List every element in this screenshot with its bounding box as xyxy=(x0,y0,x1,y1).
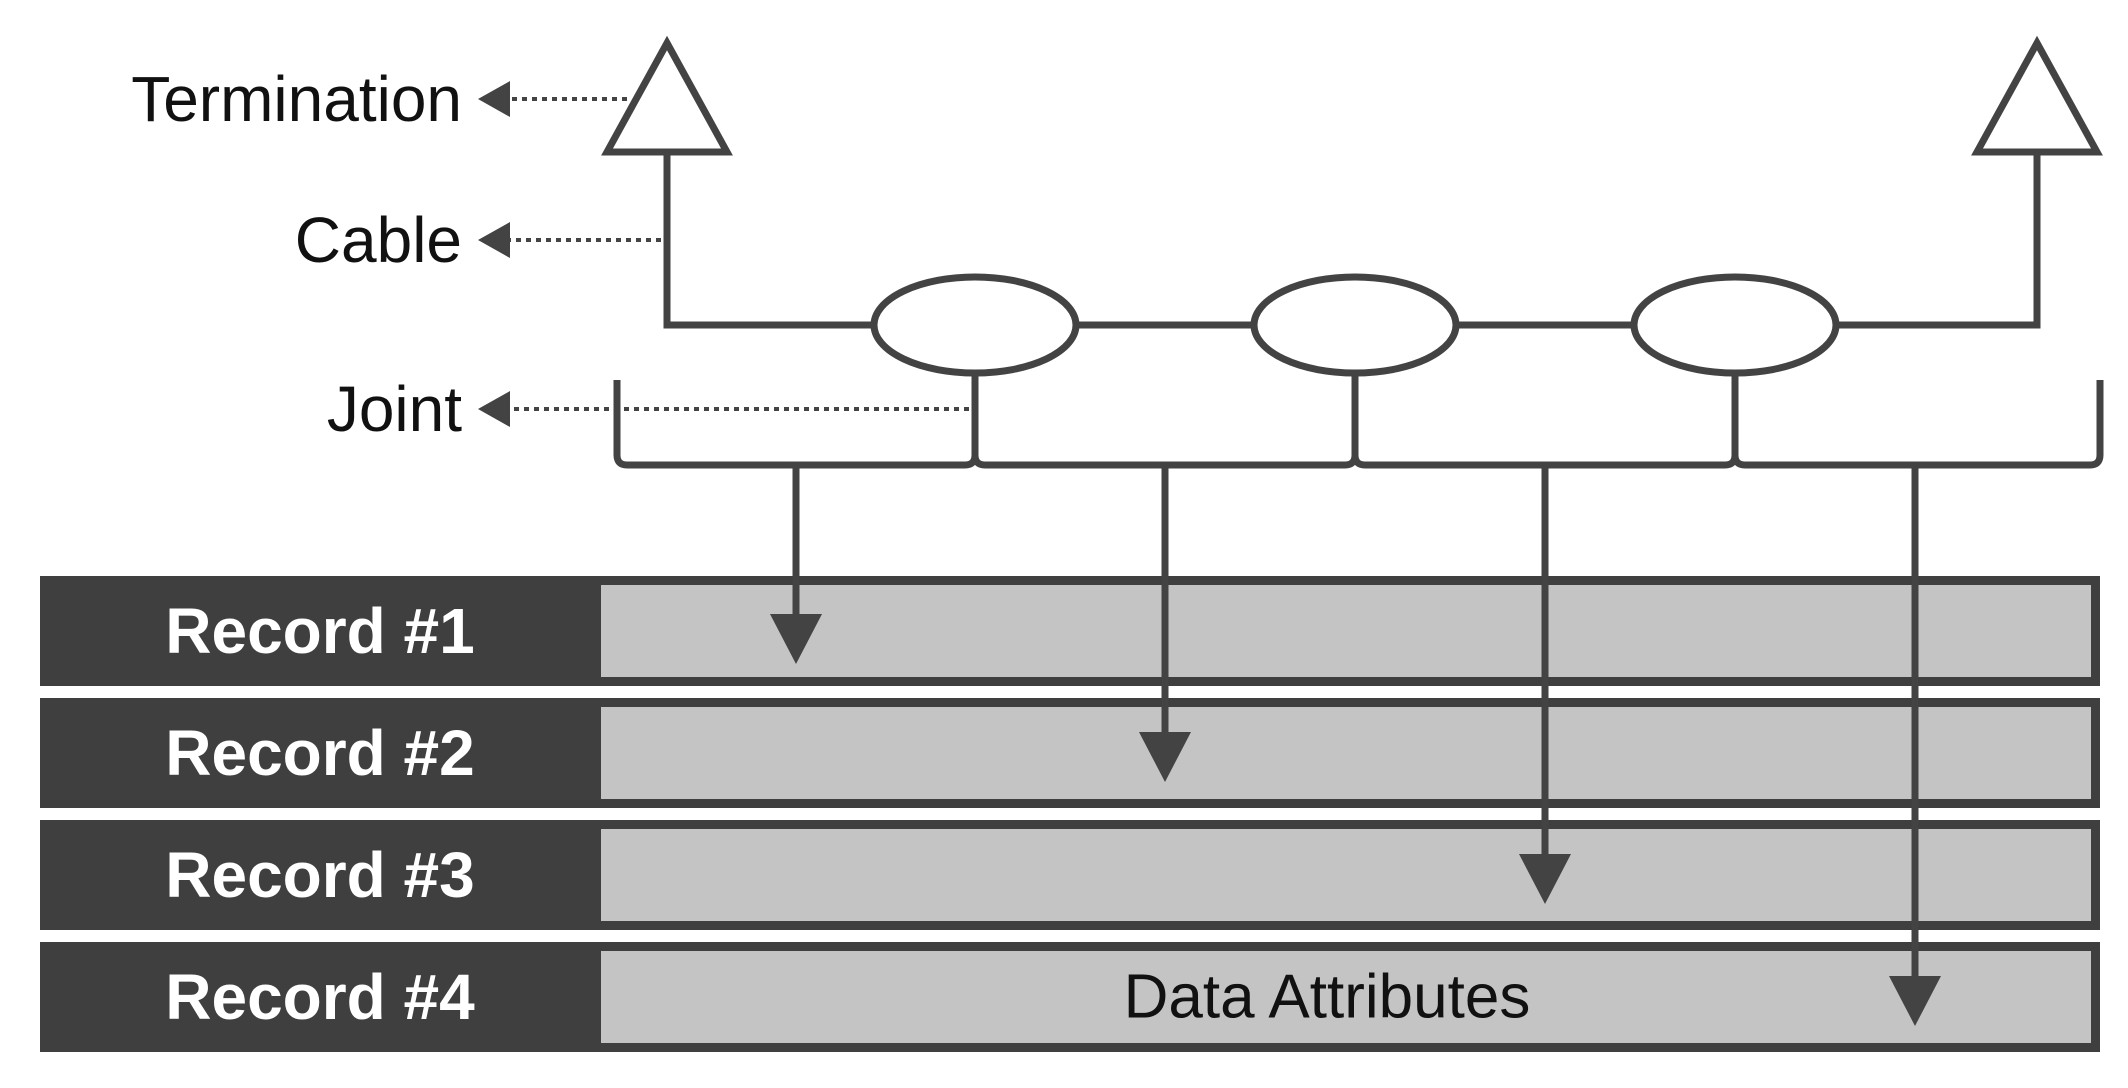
cable-arrow-icon xyxy=(478,222,510,258)
termination-arrow-icon xyxy=(478,81,510,117)
termination-label: Termination xyxy=(131,63,462,135)
record-body-cell xyxy=(601,585,2091,677)
record-body-cell xyxy=(601,829,2091,921)
record-row: Record #1 xyxy=(40,576,2100,686)
segment-bracket xyxy=(613,380,2104,469)
record-3-label: Record #3 xyxy=(165,839,474,911)
record-row: Record #3 xyxy=(40,820,2100,930)
joint-2-icon xyxy=(1250,273,1460,377)
termination-right-icon xyxy=(1971,35,2103,156)
record-pointer-overlays xyxy=(792,576,1919,978)
record-1-label: Record #1 xyxy=(165,595,474,667)
record-row: Record #4 Data Attributes xyxy=(40,942,2100,1052)
joint-label: Joint xyxy=(327,373,462,445)
joint-1-icon xyxy=(870,273,1080,377)
record-body-cell xyxy=(601,707,2091,799)
legend-arrowheads xyxy=(478,81,510,427)
legend-leaders xyxy=(510,97,969,411)
cable-label: Cable xyxy=(295,204,462,276)
record-body-cell xyxy=(601,951,2091,1043)
record-1-arrow-icon xyxy=(770,614,822,664)
cable-line xyxy=(663,152,2041,329)
record-2-label: Record #2 xyxy=(165,717,474,789)
record-4-label: Record #4 xyxy=(165,961,475,1033)
record-2-arrow-icon xyxy=(1139,732,1191,782)
data-attributes-label: Data Attributes xyxy=(1124,963,1531,1032)
record-3-arrow-icon xyxy=(1519,854,1571,904)
record-4-arrow-icon xyxy=(1889,976,1941,1026)
joint-3-icon xyxy=(1630,273,1840,377)
record-arrowheads xyxy=(770,614,1941,1026)
bracket-notches xyxy=(786,465,1925,475)
record-row: Record #2 xyxy=(40,698,2100,808)
records-table: Record #1 Record #2 Record #3 Record #4 … xyxy=(40,576,2100,1052)
joint-arrow-icon xyxy=(478,391,510,427)
